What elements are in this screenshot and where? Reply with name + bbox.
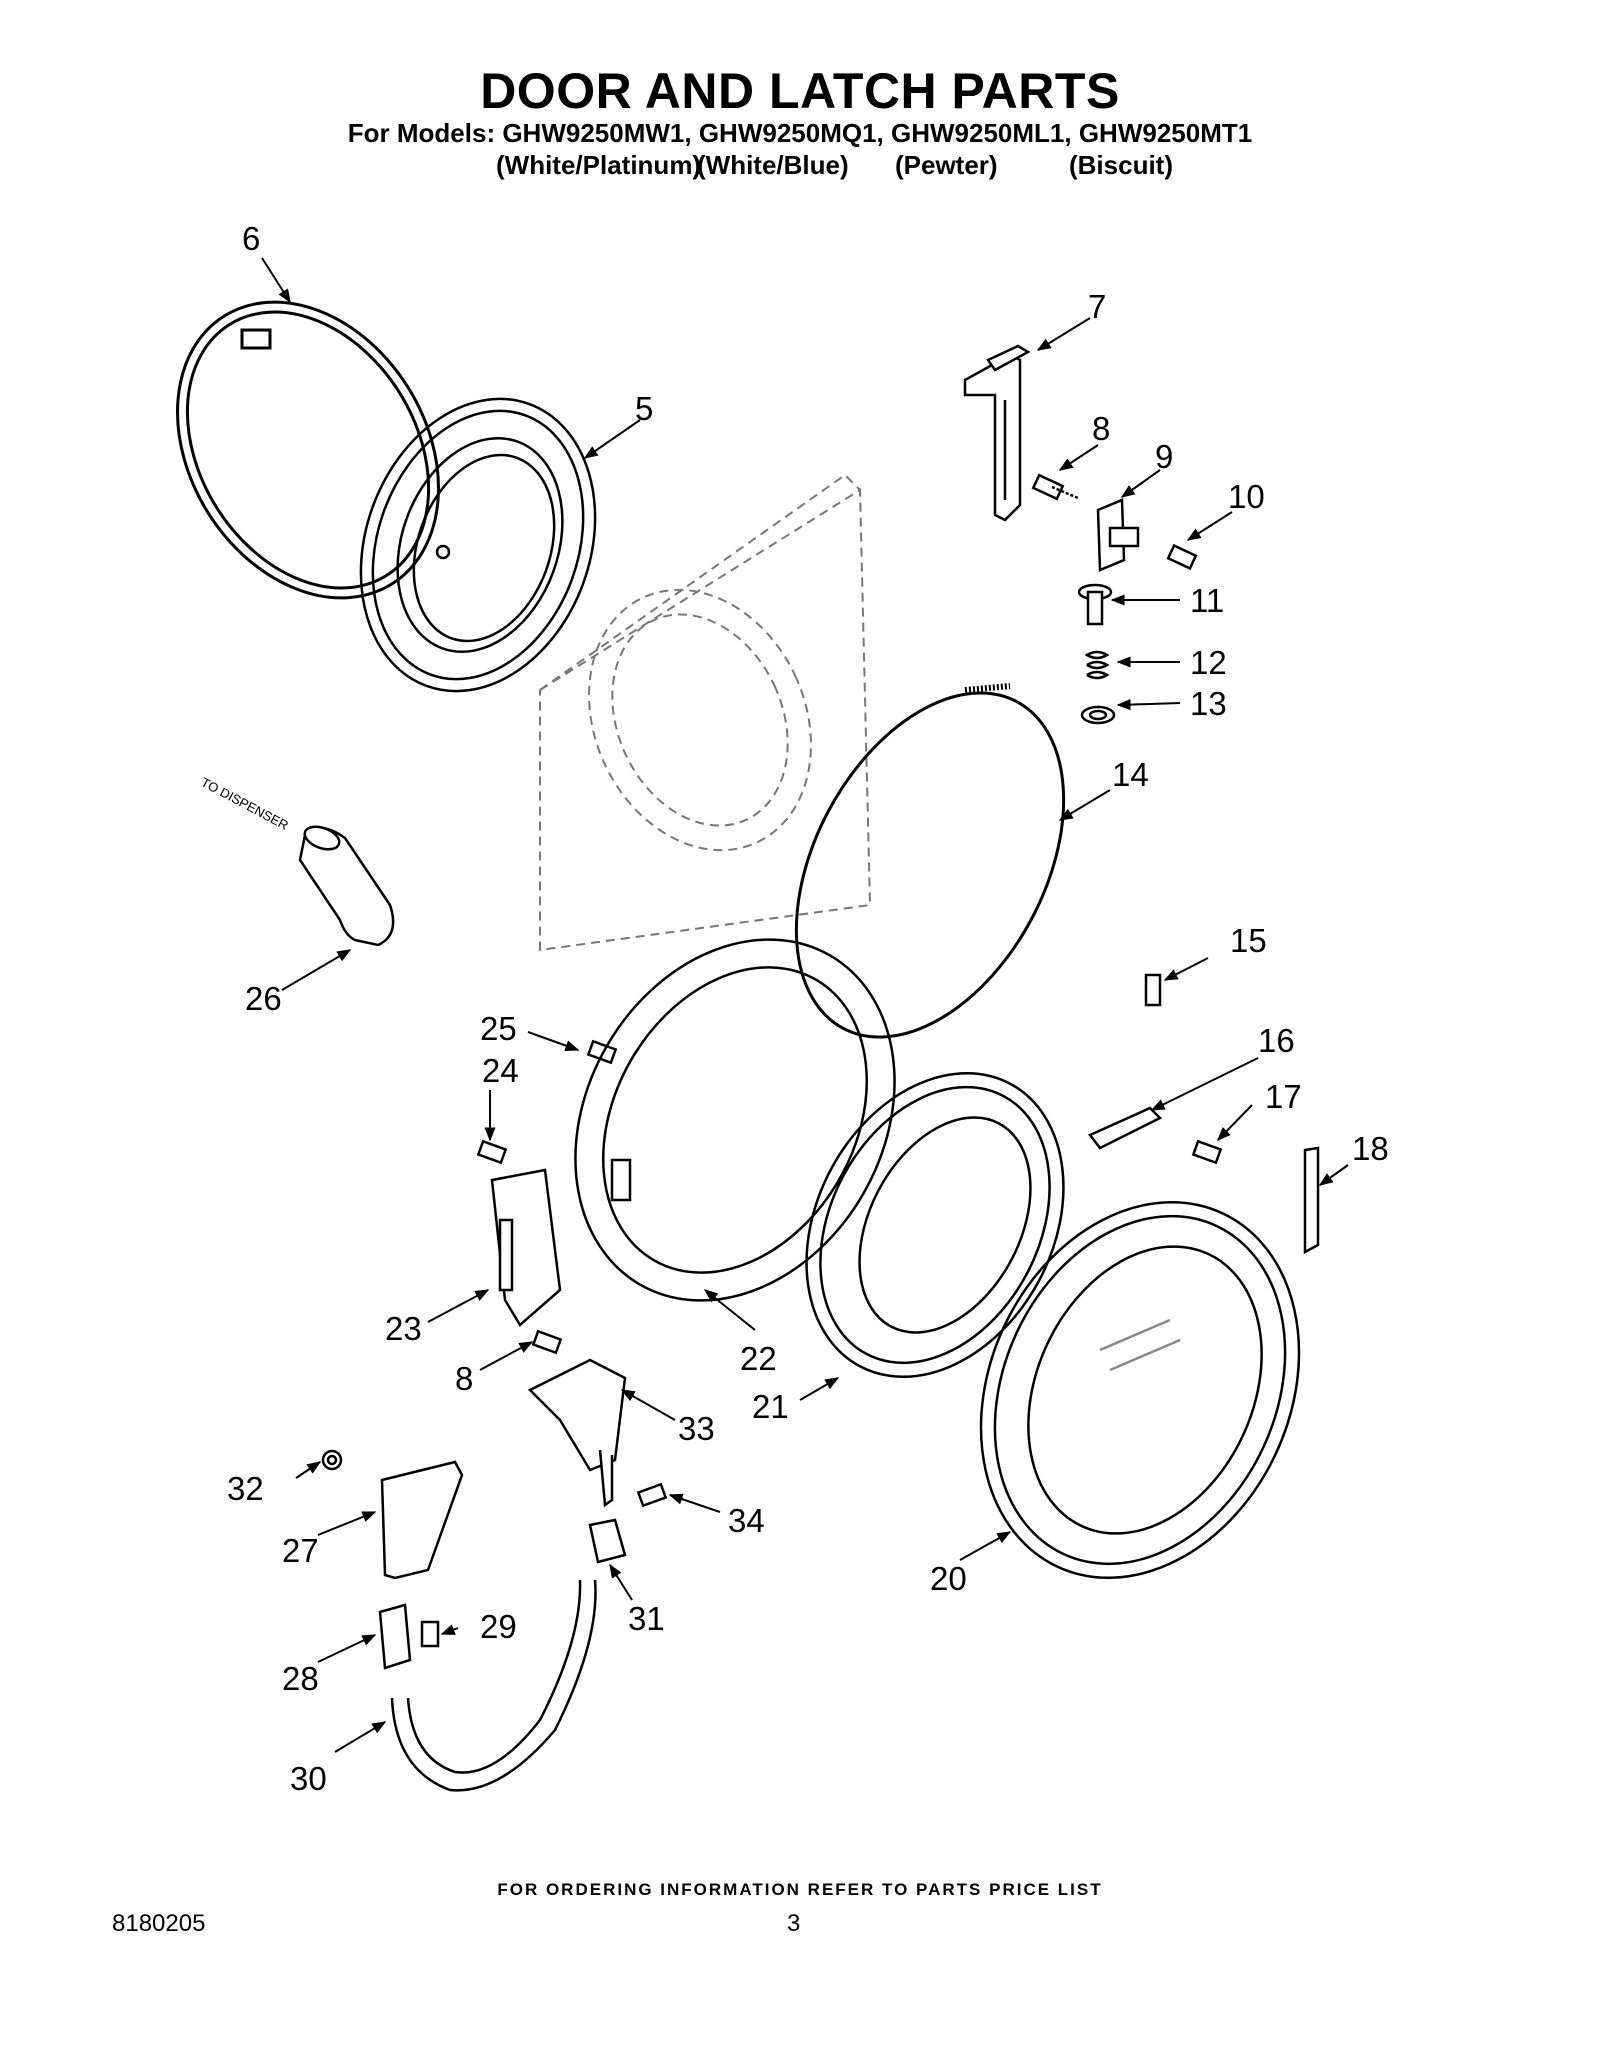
part-9-plate [1096,498,1140,572]
cabinet-front-outline [539,473,872,952]
part-18-strip [1303,1146,1320,1255]
part-32-button [321,1449,343,1471]
callout-6: 6 [242,220,260,257]
part-13-washer [1080,705,1116,725]
callout-11: 11 [1190,582,1224,619]
callout-17: 17 [1265,1078,1302,1115]
part-8-screw [1031,473,1079,501]
callout-23: 23 [385,1310,422,1347]
callout-16: 16 [1258,1022,1295,1059]
part-27-handle [380,1460,464,1580]
part-12-spring [1084,650,1110,680]
callout-34: 34 [728,1502,765,1539]
color-label: (Pewter) [895,150,998,180]
callout-7: 7 [1088,288,1106,325]
color-label: (White/Blue) [697,150,849,180]
callout-13: 13 [1190,685,1227,722]
callout-25: 25 [480,1010,517,1047]
callout-numbers: 6 5 7 8 9 10 11 12 13 14 26 15 25 16 24 … [227,220,1389,1797]
callout-9: 9 [1155,438,1173,475]
part-33-handle-cover [527,1358,627,1508]
part-16-strip [1088,1106,1163,1150]
document-number: 8180205 [112,1910,206,1937]
part-34-screw [636,1482,668,1508]
callout-27: 27 [282,1532,319,1569]
callout-18: 18 [1352,1130,1389,1167]
models-line: For Models: GHW9250MW1, GHW9250MQ1, GHW9… [347,118,1253,148]
callout-20: 20 [930,1560,967,1597]
callout-10: 10 [1228,478,1265,515]
callout-14: 14 [1112,756,1149,793]
callout-29: 29 [480,1608,517,1645]
part-7-latch-bracket [963,344,1031,522]
callout-33: 33 [678,1410,715,1447]
part-31-latch [588,1518,627,1564]
part-21-window [805,1072,1065,1378]
callout-15: 15 [1230,922,1267,959]
part-25-screw [586,1039,618,1065]
callout-21: 21 [752,1388,789,1425]
part-14-gasket [794,683,1066,1039]
page-title: DOOR AND LATCH PARTS [480,63,1120,119]
callout-8: 8 [1092,410,1110,447]
part-8-screw-lower [531,1329,563,1355]
part-17-screw [1191,1139,1223,1165]
part-6-clamp [176,300,440,600]
part-5-bellow [359,397,597,693]
callout-8-lower: 8 [455,1360,473,1397]
callout-28: 28 [282,1660,319,1697]
part-11-plunger [1077,583,1113,626]
part-29-clip [420,1620,440,1648]
callout-12: 12 [1190,644,1227,681]
callout-32: 32 [227,1470,264,1507]
part-30-trim [390,1579,597,1792]
leader-arrows [261,257,1349,1753]
page-number: 3 [787,1910,801,1937]
callout-30: 30 [290,1760,327,1797]
callout-26: 26 [245,980,282,1017]
part-23-hinge [490,1168,562,1327]
part-20-outer-door [979,1200,1301,1580]
callout-22: 22 [740,1340,777,1377]
callout-5: 5 [635,390,653,427]
callout-24: 24 [482,1052,519,1089]
part-24-screw [476,1139,508,1165]
color-label: (Biscuit) [1069,150,1173,180]
color-label: (White/Platinum) [496,150,702,180]
callout-31: 31 [628,1600,665,1637]
ordering-note: FOR ORDERING INFORMATION REFER TO PARTS … [497,1880,1103,1899]
part-26-hose [298,825,395,947]
part-28-clip [378,1603,412,1670]
to-dispenser-label: TO DISPENSER [199,774,291,833]
part-22-inner-frame [574,938,896,1302]
part-15-clip [1144,973,1162,1007]
part-10-screw [1166,543,1198,571]
